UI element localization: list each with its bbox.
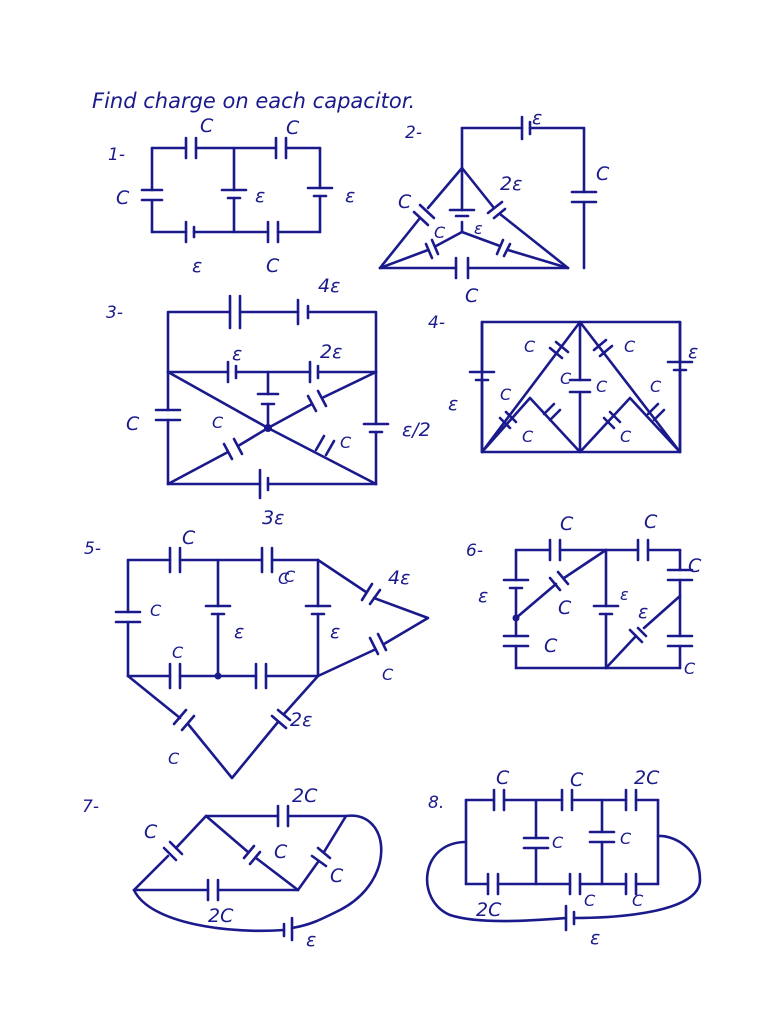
label: 2ε [500, 173, 522, 195]
label: 3ε [262, 507, 284, 529]
label: 2C [476, 899, 502, 921]
label: ε [590, 927, 600, 949]
circuit-8: 8. C C 2C C C 2C C C ε [425, 767, 702, 949]
label: C [650, 377, 662, 396]
label: C [330, 865, 344, 887]
label: ε [330, 621, 340, 643]
label: C [560, 369, 572, 388]
problem-number-8: 8. [428, 793, 444, 813]
problem-number-7: 7- [82, 797, 99, 817]
circuit-2: 2- ε C 2ε C C ε C [378, 107, 610, 307]
label: ε [638, 601, 648, 623]
label: ε [234, 621, 244, 643]
label: C [584, 891, 596, 910]
label: C [500, 385, 512, 404]
circuit-5: 5- C C 4ε C C ε ε C C C 2ε [84, 527, 430, 780]
label: C [274, 841, 288, 863]
label: C [398, 191, 412, 213]
problem-number-4: 4- [428, 313, 445, 333]
label: C [340, 433, 352, 452]
label: C [465, 285, 479, 307]
label: C [552, 833, 564, 852]
label: 2C [292, 785, 318, 807]
label: C [632, 891, 644, 910]
problem-number-5: 5- [84, 539, 101, 559]
label: C [144, 821, 158, 843]
circuit-4: 4- C C ε ε C C C C C C [428, 313, 698, 454]
label: ε [306, 929, 316, 951]
label: C [560, 513, 574, 535]
label: C [496, 767, 510, 789]
label: C [596, 163, 610, 185]
problem-number-6: 6- [466, 541, 483, 561]
label: 4ε [318, 275, 340, 297]
problem-number-1: 1- [108, 145, 125, 165]
label: C [278, 569, 290, 588]
label: C [168, 749, 180, 768]
label: ε [532, 107, 542, 129]
label: C [524, 337, 536, 356]
label: C [596, 377, 608, 396]
label: C [286, 117, 300, 139]
label: ε [448, 393, 458, 415]
label: ε [192, 255, 202, 277]
label: ε [345, 185, 355, 207]
label: C [522, 427, 534, 446]
label: C [620, 427, 632, 446]
worksheet-title: Find charge on each capacitor. [92, 89, 415, 113]
label: C [182, 527, 196, 549]
circuit-1: 1- C C C ε ε ε C [108, 115, 355, 277]
label: 2ε [290, 709, 312, 731]
label: ε [620, 585, 629, 604]
label: 4ε [388, 567, 410, 589]
label: 2C [634, 767, 660, 789]
circuit-7: 7- 2C C C C 2C ε [82, 785, 383, 951]
problem-number-2: 2- [405, 123, 422, 143]
label: 2C [208, 905, 234, 927]
label: C [172, 643, 184, 662]
label: ε/2 [402, 419, 431, 441]
label: C [688, 555, 702, 577]
label: C [570, 769, 584, 791]
label: ε [688, 341, 698, 363]
label: C [434, 223, 446, 242]
label: C [624, 337, 636, 356]
label: C [150, 601, 162, 620]
circuit-6: 6- C C C ε C ε ε C C [466, 511, 702, 678]
label: C [544, 635, 558, 657]
label: C [126, 413, 140, 435]
label: C [212, 413, 224, 432]
label: ε [232, 343, 242, 365]
label: C [382, 665, 394, 684]
label: C [558, 597, 572, 619]
label: C [620, 829, 632, 848]
label: ε [478, 585, 488, 607]
label: C [116, 187, 130, 209]
label: C [684, 659, 696, 678]
problem-number-3: 3- [106, 303, 123, 323]
label: 2ε [320, 341, 342, 363]
circuit-3: 3- 4ε ε 2ε C C ε/2 C 3ε [106, 275, 431, 529]
label: C [266, 255, 280, 277]
label: C [644, 511, 658, 533]
label: C [284, 567, 296, 586]
label: C [200, 115, 214, 137]
label: ε [474, 219, 483, 238]
label: ε [255, 185, 265, 207]
